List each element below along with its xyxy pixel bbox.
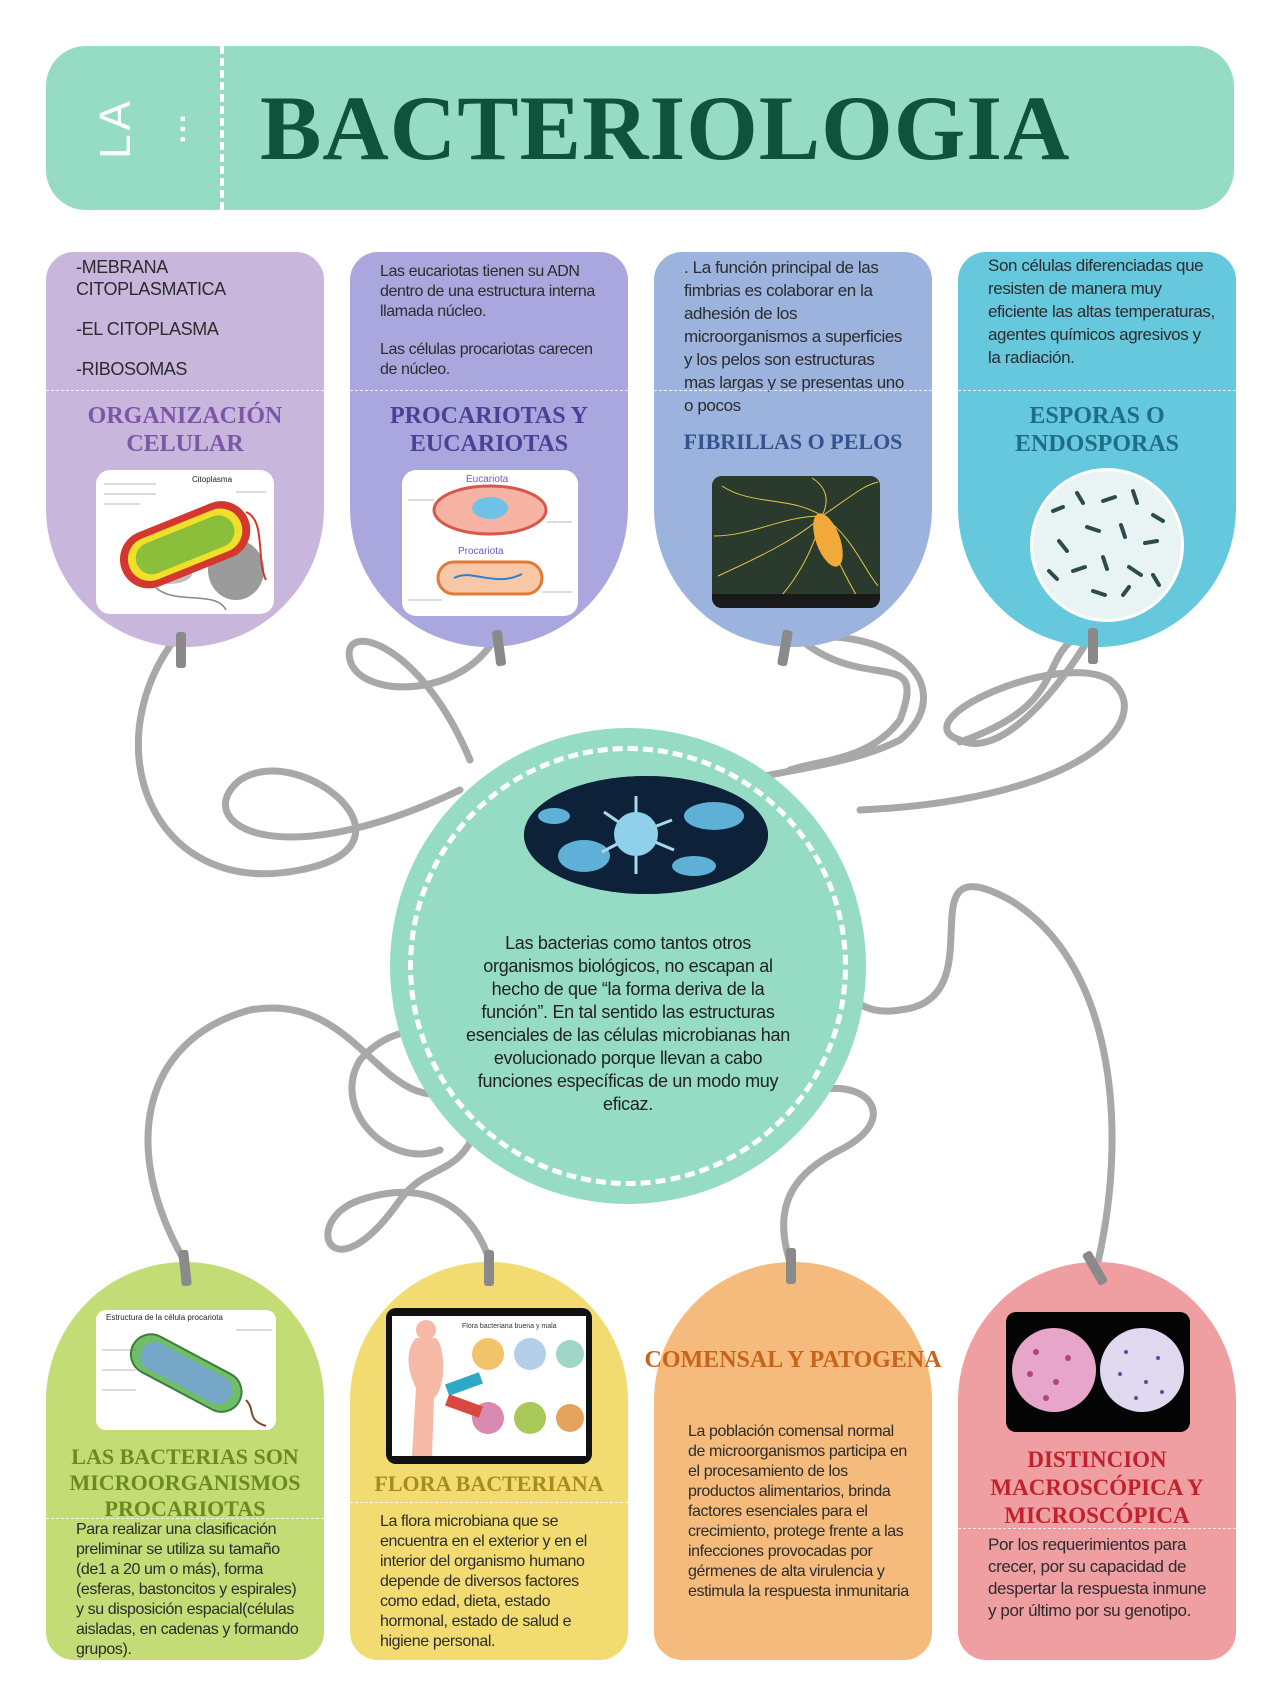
clip-esporas	[1088, 628, 1098, 664]
card-fibrillas-pelos: . La función principal de las fimbrias e…	[654, 252, 932, 647]
card-line: Las células procariotas carecen de núcle…	[380, 341, 593, 378]
clip-flora	[484, 1250, 494, 1286]
card-line: . La función principal de las fimbrias e…	[684, 258, 904, 415]
card-body: Por los requerimientos para crecer, por …	[988, 1535, 1207, 1620]
card-procariotas-eucariotas: Las eucariotas tienen su ADN dentro de u…	[350, 252, 628, 647]
clip-comensal	[786, 1248, 796, 1284]
header-divider	[220, 46, 224, 210]
string-organizacion	[134, 626, 464, 878]
card-esporas-endosporas: Son células diferenciadas que resisten d…	[958, 252, 1236, 647]
flora-image: Flora bacteriana buena y mala	[386, 1308, 592, 1464]
card-title: PROCARIOTAS Y EUCARIOTAS	[389, 403, 588, 457]
card-body: La población comensal normal de microorg…	[688, 1423, 909, 1600]
procariota-label: Procariota	[458, 546, 504, 557]
string-comensal	[780, 1085, 877, 1266]
bacteria-3d-image	[524, 776, 768, 894]
string-procariotas	[345, 624, 504, 764]
card-divider	[46, 390, 324, 391]
fimbriae-photo	[712, 476, 880, 608]
prokaryote-structure-image: Estructura de la célula procariota	[96, 1310, 276, 1430]
card-title: COMENSAL Y PATOGENA	[644, 1347, 942, 1373]
card-flora-bacteriana: Flora bacteriana buena y mala FLORA BACT…	[350, 1262, 628, 1660]
center-circle: Las bacterias como tantos otros organism…	[390, 728, 866, 1204]
card-body: Para realizar una clasificación prelimin…	[76, 1521, 299, 1658]
header-banner: LA ... BACTERIOLOGIA	[46, 46, 1234, 210]
string-esporas	[856, 624, 1128, 814]
card-title: ESPORAS O ENDOSPORAS	[1014, 403, 1180, 457]
card-divider	[46, 1518, 324, 1519]
card-divider	[654, 390, 932, 391]
card-title: ORGANIZACIÓN CELULAR	[87, 403, 283, 457]
card-divider	[958, 390, 1236, 391]
card-line: Son células diferenciadas que resisten d…	[988, 256, 1215, 367]
card-line: Las eucariotas tienen su ADN dentro de u…	[380, 263, 595, 320]
card-line: -EL CITOPLASMA	[76, 319, 219, 339]
cell-diagram-label: Citoplasma	[192, 475, 233, 484]
page-title: BACTERIOLOGIA	[260, 77, 1071, 179]
card-title: FIBRILLAS O PELOS	[683, 429, 903, 454]
card-title: LAS BACTERIAS SON MICROORGANISMOS PROCAR…	[69, 1444, 301, 1521]
string-flora	[324, 1116, 494, 1266]
card-title: FLORA BACTERIANA	[374, 1471, 604, 1496]
center-dashed-ring	[408, 746, 848, 1186]
card-line: -MEBRANA CITOPLASMATICA	[76, 257, 226, 299]
card-organizacion-celular: -MEBRANA CITOPLASMATICA -EL CITOPLASMA -…	[46, 252, 324, 647]
string-distincion	[840, 883, 1116, 1266]
card-body: La flora microbiana que se encuentra en …	[380, 1513, 587, 1650]
cell-diagram-image: Citoplasma	[96, 470, 274, 614]
card-line: -RIBOSOMAS	[76, 359, 188, 379]
string-fibrillas-loop	[716, 633, 927, 794]
spores-microscope-image	[1030, 468, 1184, 622]
card-comensal-patogena: COMENSAL Y PATOGENA La población comensa…	[645, 1262, 941, 1660]
card-bacterias-procariotas: Estructura de la célula procariota LAS B…	[46, 1262, 324, 1660]
clip-organizacion	[176, 632, 186, 668]
card-divider	[958, 1528, 1236, 1529]
prokaryote-image-title: Estructura de la célula procariota	[106, 1313, 224, 1322]
cell-comparison-image: Eucariota Procariota	[402, 470, 578, 616]
card-divider	[350, 390, 628, 391]
eucariota-label: Eucariota	[466, 474, 509, 485]
card-title: DISTINCION MACROSCÓPICA Y MICROSCÓPICA	[990, 1447, 1204, 1528]
flora-image-title: Flora bacteriana buena y mala	[462, 1323, 557, 1330]
card-distincion: DISTINCION MACROSCÓPICA Y MICROSCÓPICA P…	[958, 1262, 1236, 1660]
card-divider	[350, 1502, 628, 1503]
center-text: Las bacterias como tantos otros organism…	[466, 933, 790, 1114]
culture-plates-image	[1006, 1312, 1190, 1432]
